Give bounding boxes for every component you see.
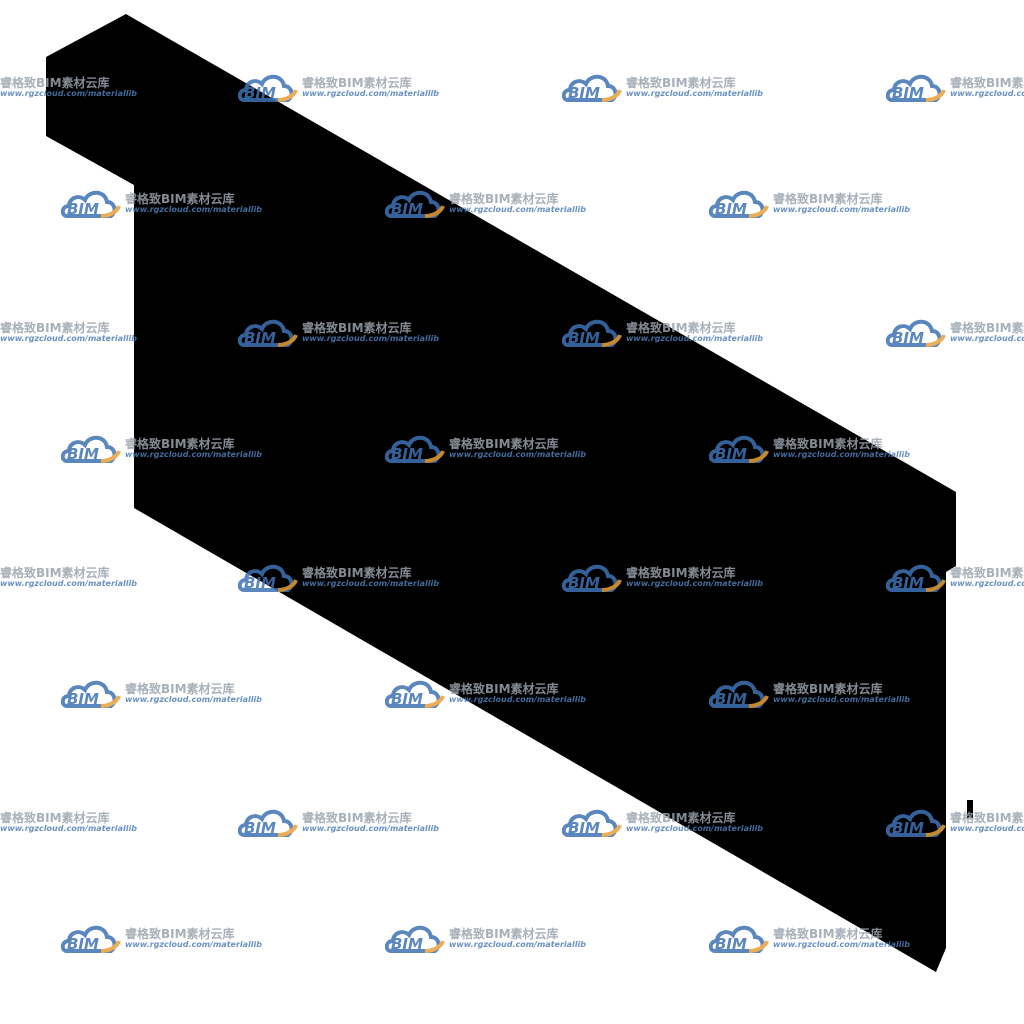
panel-shape [46,14,956,972]
small-handle [967,800,973,818]
